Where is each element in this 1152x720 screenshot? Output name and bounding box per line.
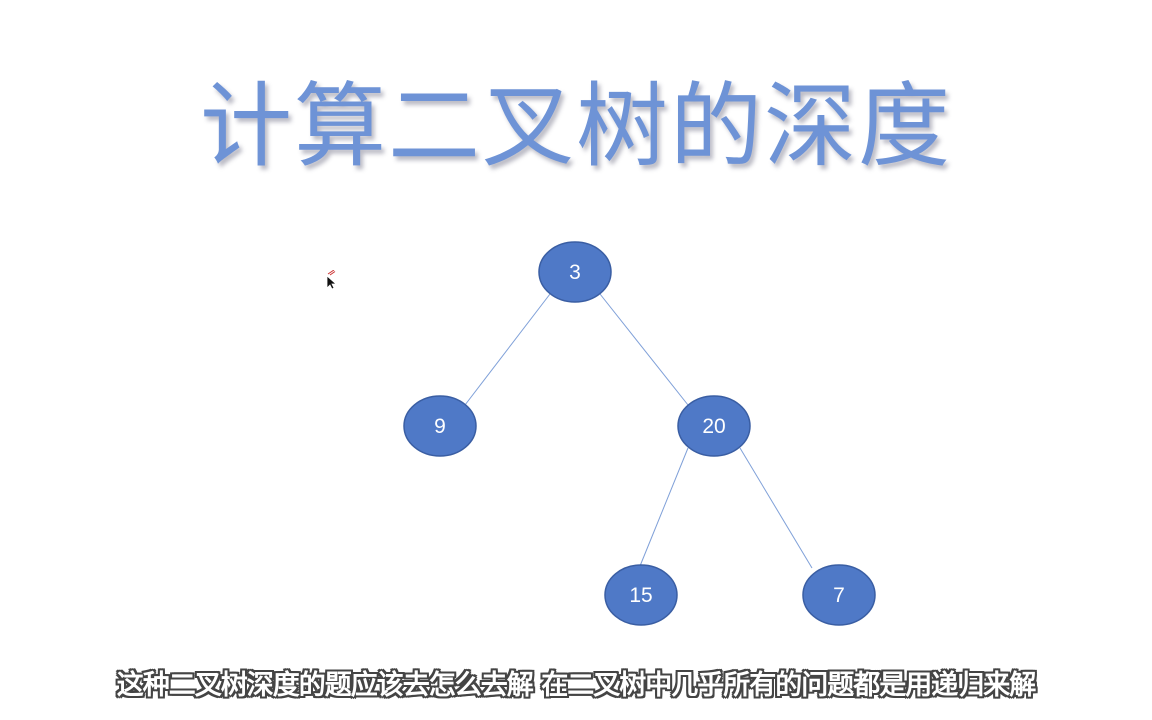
tree-node-7-label: 7: [833, 584, 845, 607]
mouse-pointer-icon: [326, 270, 338, 290]
video-subtitle: 这种二叉树深度的题应该去怎么去解 在二叉树中几乎所有的问题都是用递归来解: [116, 670, 1036, 701]
tree-node-20: 20: [677, 395, 751, 457]
tree-node-20-label: 20: [702, 415, 725, 438]
edge-20-7: [739, 447, 813, 569]
tree-edges: [464, 293, 813, 569]
tree-nodes: 3 9 20 15 7: [403, 241, 876, 626]
edge-3-9: [464, 293, 551, 406]
tree-node-15-label: 15: [629, 584, 652, 607]
slide-title: 计算二叉树的深度: [199, 73, 952, 180]
tree-node-15: 15: [604, 564, 678, 626]
tree-node-9-label: 9: [434, 415, 446, 438]
tree-node-9: 9: [403, 395, 477, 457]
edge-3-20: [599, 293, 689, 406]
edge-20-15: [639, 447, 689, 567]
tree-node-7: 7: [802, 564, 876, 626]
tree-node-3-label: 3: [569, 261, 581, 284]
tree-node-3: 3: [538, 241, 612, 303]
